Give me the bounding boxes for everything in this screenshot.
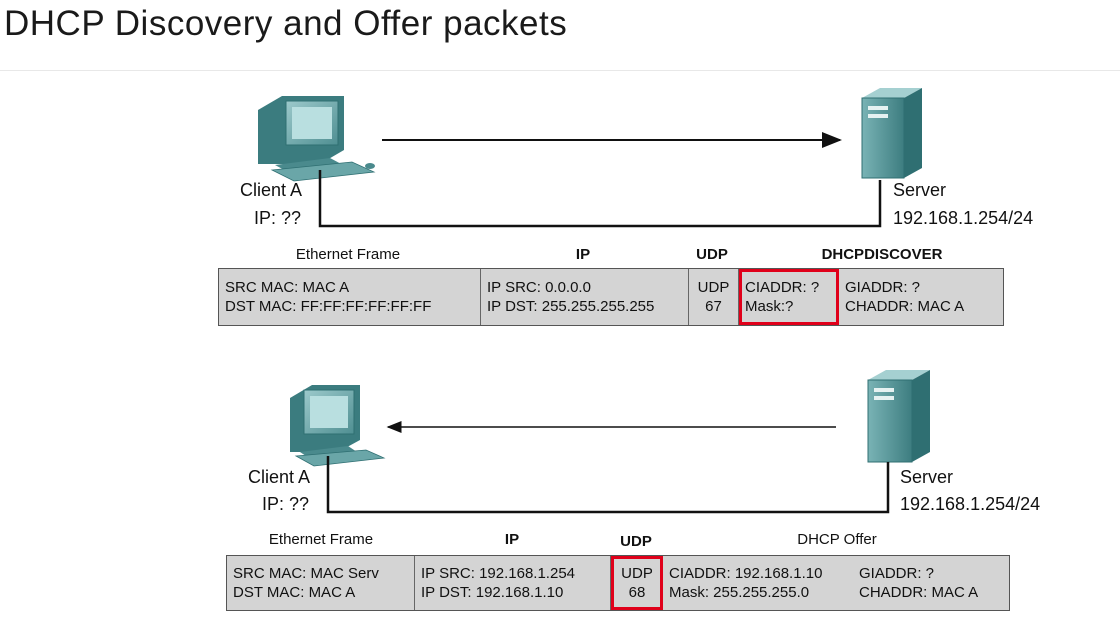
title-divider: [0, 70, 1120, 71]
ethernet-cell: SRC MAC: MAC A DST MAC: FF:FF:FF:FF:FF:F…: [219, 269, 481, 325]
discover-header-ethernet: Ethernet Frame: [295, 246, 401, 263]
mask: Mask: 255.255.255.0: [669, 584, 810, 601]
ethernet-cell: SRC MAC: MAC Serv DST MAC: MAC A: [227, 556, 415, 610]
discover-packet: SRC MAC: MAC A DST MAC: FF:FF:FF:FF:FF:F…: [218, 268, 1004, 326]
offer-server-name: Server: [900, 467, 954, 487]
computer-icon: [258, 96, 376, 182]
discover-server-ip: 192.168.1.254/24: [893, 208, 1034, 228]
offer-client-name: Client A: [248, 467, 311, 487]
discover-link: [318, 170, 882, 228]
udp-port: 67: [705, 298, 722, 315]
offer-header-ethernet: Ethernet Frame: [268, 531, 374, 548]
eth-src-mac: SRC MAC: MAC Serv: [233, 565, 379, 582]
eth-src-mac: SRC MAC: MAC A: [225, 279, 350, 296]
giaddr-cell: GIADDR: ? CHADDR: MAC A: [853, 556, 1009, 610]
giaddr: GIADDR: ?: [845, 279, 921, 296]
discover-header-dhcp: DHCPDISCOVER: [821, 246, 943, 263]
offer-header-ip: IP: [504, 531, 520, 548]
offer-server-ip: 192.168.1.254/24: [900, 494, 1041, 514]
udp-cell: UDP 67: [689, 269, 739, 325]
server-icon: [867, 370, 930, 463]
eth-dst-mac: DST MAC: MAC A: [233, 584, 356, 601]
giaddr: GIADDR: ?: [859, 565, 935, 582]
eth-dst-mac: DST MAC: FF:FF:FF:FF:FF:FF: [225, 298, 432, 315]
offer-client-ip: IP: ??: [262, 494, 310, 514]
discover-server-name: Server: [893, 180, 947, 200]
computer-icon: [290, 385, 386, 467]
offer-header-udp: UDP: [620, 533, 652, 550]
ip-dst: IP DST: 192.168.1.10: [421, 584, 564, 601]
ip-src: IP SRC: 0.0.0.0: [487, 279, 591, 296]
ciaddr-cell: CIADDR: ? Mask:?: [739, 269, 839, 325]
chaddr: CHADDR: MAC A: [859, 584, 979, 601]
discover-client-name: Client A: [240, 180, 303, 200]
discover-header-ip: IP: [575, 246, 591, 263]
ip-cell: IP SRC: 0.0.0.0 IP DST: 255.255.255.255: [481, 269, 689, 325]
page-title: DHCP Discovery and Offer packets: [4, 4, 568, 43]
ciaddr: CIADDR: ?: [745, 279, 820, 296]
udp-label: UDP: [697, 279, 730, 296]
ip-dst: IP DST: 255.255.255.255: [487, 298, 655, 315]
offer-header-dhcp: DHCP Offer: [797, 531, 877, 548]
ciaddr-cell: CIADDR: 192.168.1.10 Mask: 255.255.255.0: [663, 556, 853, 610]
mask: Mask:?: [745, 298, 794, 315]
server-icon: [861, 88, 922, 179]
udp-port: 68: [628, 584, 646, 601]
chaddr: CHADDR: MAC A: [845, 298, 965, 315]
offer-packet: SRC MAC: MAC Serv DST MAC: MAC A IP SRC:…: [226, 555, 1010, 611]
discover-header-udp: UDP: [696, 246, 728, 263]
giaddr-cell: GIADDR: ? CHADDR: MAC A: [839, 269, 1003, 325]
udp-label: UDP: [621, 565, 653, 582]
ip-cell: IP SRC: 192.168.1.254 IP DST: 192.168.1.…: [415, 556, 611, 610]
offer-link: [326, 456, 890, 514]
ip-src: IP SRC: 192.168.1.254: [421, 565, 575, 582]
discover-client-ip: IP: ??: [254, 208, 302, 228]
udp-cell: UDP 68: [611, 556, 663, 610]
ciaddr: CIADDR: 192.168.1.10: [669, 565, 823, 582]
